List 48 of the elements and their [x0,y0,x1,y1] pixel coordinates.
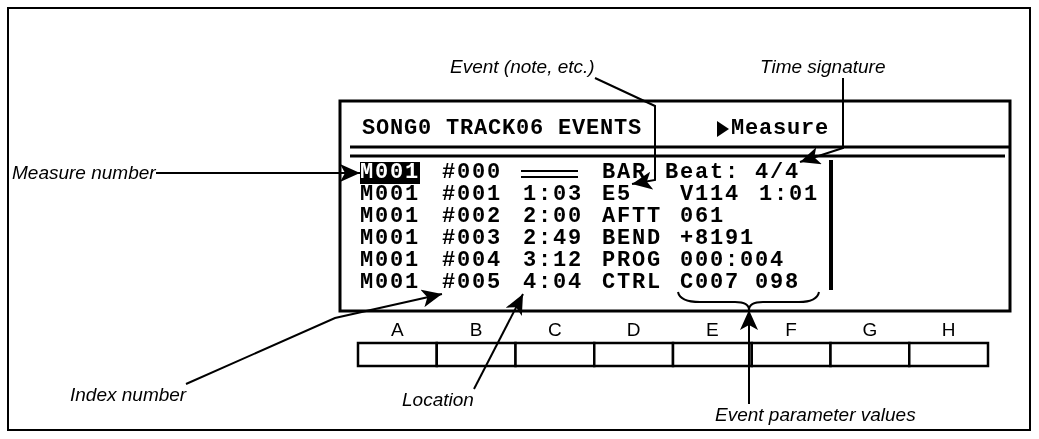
event-value: +8191 [680,228,755,250]
leader-line [740,309,758,405]
index-value: #003 [442,228,502,250]
event-type: PROG [602,250,662,272]
soft-key-letter: H [941,320,956,340]
location-value: 1:03 [523,184,583,206]
soft-key-letter: F [785,320,797,340]
index-value: #000 [442,162,502,184]
location-value: 2:00 [523,206,583,228]
soft-key-letter: D [626,320,641,340]
measure-value: M001 [360,184,420,206]
leader-line [185,289,443,385]
screen-title: SONG0 TRACK06 EVENTS [362,118,643,140]
index-value: #002 [442,206,502,228]
event-value: 061 [680,206,725,228]
time-signature-value: 4/4 [755,162,800,184]
measure-value: M001 [360,162,420,184]
event-value: Beat: [665,162,740,184]
event-type: AFTT [602,206,662,228]
soft-key-letter: E [705,320,719,340]
measure-value: M001 [360,250,420,272]
soft-key-letter: G [862,320,878,340]
soft-key-letter: A [390,320,404,340]
leader-line [799,77,844,165]
soft-key-letter: C [547,320,562,340]
event-value: 000:004 [680,250,785,272]
leader-line [155,164,361,182]
measure-value: M001 [360,272,420,294]
event-type: BAR [602,162,647,184]
event-type: CTRL [602,272,662,294]
location-value: 4:04 [523,272,583,294]
event-type: BEND [602,228,662,250]
index-value: #001 [442,184,502,206]
location-value: 2:49 [523,228,583,250]
leader-line [473,293,524,390]
brace [677,291,820,311]
event-type: E5 [602,184,632,206]
soft-key-letter: B [469,320,483,340]
index-value: #005 [442,272,502,294]
menu-item: Measure [731,118,829,140]
event-value: 1:01 [759,184,819,206]
event-value: V114 [680,184,740,206]
index-value: #004 [442,250,502,272]
event-value: C007 098 [680,272,801,294]
leader-line [594,77,656,190]
measure-value: M001 [360,206,420,228]
location-value: 3:12 [523,250,583,272]
measure-value: M001 [360,228,420,250]
